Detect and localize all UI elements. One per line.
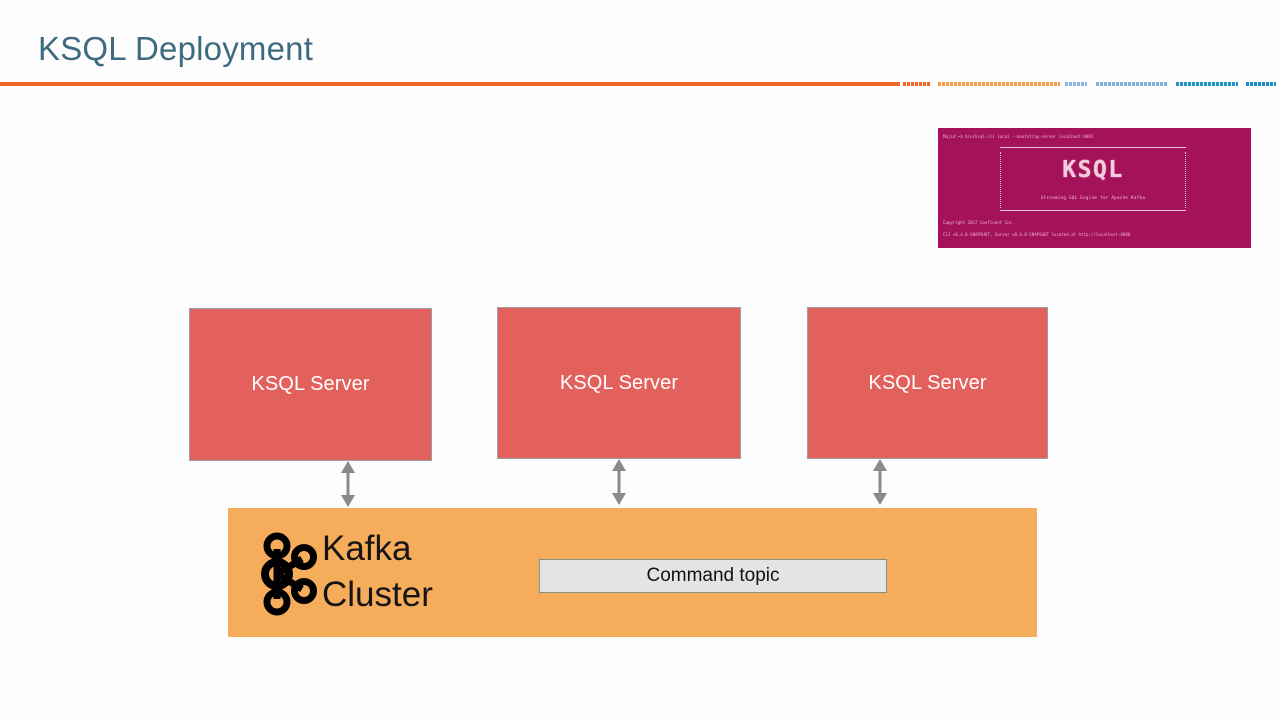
command-topic-label: Command topic: [646, 565, 780, 586]
kafka-cluster-label: Kafka Cluster: [322, 526, 532, 618]
arrow-server-2-to-kafka-icon: [607, 459, 631, 505]
terminal-screenshot: Majid:~$ bin/ksql-cli local --bootstrap-…: [938, 128, 1251, 248]
terminal-prompt-line: Majid:~$ bin/ksql-cli local --bootstrap-…: [943, 134, 1094, 139]
terminal-version-line: CLI v0.4.0-SNAPSHOT, Server v0.4.0-SNAPS…: [943, 232, 1131, 237]
ksql-server-label-1: KSQL Server: [251, 373, 370, 395]
kafka-cluster-box: Kafka Cluster Command topic: [228, 508, 1037, 637]
divider-segment-dash-lightblue-1: [1065, 82, 1087, 86]
ksql-server-label-3: KSQL Server: [868, 371, 987, 394]
arrow-server-3-to-kafka-icon: [868, 459, 892, 505]
ksql-server-box-1: KSQL Server: [189, 308, 432, 461]
arrow-server-1-to-kafka-icon: [336, 461, 360, 507]
divider-segment-solid-orange: [0, 82, 900, 86]
title-divider: [0, 82, 1280, 87]
ksql-server-box-3: KSQL Server: [807, 307, 1048, 459]
kafka-label-line-1: Kafka: [322, 529, 412, 568]
terminal-ascii-logo: KSQL: [1062, 157, 1124, 183]
page-title: KSQL Deployment: [38, 30, 314, 67]
divider-segment-dash-teal: [1176, 82, 1238, 86]
command-topic-box: Command topic: [539, 559, 887, 593]
divider-segment-dash-orange-long: [938, 82, 1060, 86]
terminal-tagline: Streaming SQL Engine for Apache Kafka: [1040, 195, 1146, 200]
terminal-banner: KSQL Streaming SQL Engine for Apache Kaf…: [1000, 147, 1186, 211]
ksql-server-box-2: KSQL Server: [497, 307, 741, 459]
kafka-logo-icon: [256, 532, 322, 616]
ksql-server-label-2: KSQL Server: [559, 371, 679, 394]
divider-segment-dash-lightblue-2: [1096, 82, 1168, 86]
divider-segment-dash-blue-end: [1246, 82, 1276, 86]
terminal-copyright-line: Copyright 2017 Confluent Inc.: [943, 220, 1015, 225]
kafka-label-line-2: Cluster: [322, 575, 433, 614]
terminal-banner-border: [1000, 152, 1186, 208]
divider-segment-dash-orange-short: [903, 82, 930, 86]
